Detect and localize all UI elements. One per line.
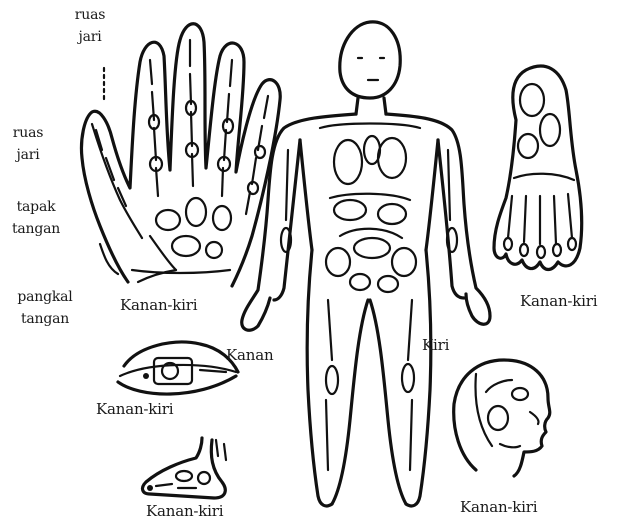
- label-tapak-tangan-line1: tapak: [6, 196, 66, 218]
- label-pangkal-tangan-line1: pangkal: [12, 286, 78, 308]
- hand-reflex-icon: [81, 24, 280, 286]
- label-ruas-jari-left-line1: ruas: [8, 122, 48, 144]
- label-pangkal-tangan-line2: tangan: [12, 308, 78, 330]
- foot-side-icon: [143, 438, 226, 498]
- label-pangkal-tangan: pangkal tangan: [12, 286, 78, 330]
- label-ruas-jari-left: ruas jari: [8, 122, 48, 166]
- head-profile-icon: [454, 360, 550, 476]
- label-ruas-jari-left-line2: jari: [8, 144, 48, 166]
- caption-eye: Kanan-kiri: [96, 400, 173, 418]
- label-tapak-tangan-line2: tangan: [6, 218, 66, 240]
- label-body-kiri: Kiri: [422, 336, 449, 354]
- caption-hand: Kanan-kiri: [120, 296, 197, 314]
- label-ruas-jari-top: ruas jari: [68, 4, 112, 48]
- label-ruas-jari-top-line1: ruas: [68, 4, 112, 26]
- eye-icon: [118, 342, 238, 394]
- foot-sole-icon: [494, 66, 582, 269]
- caption-head: Kanan-kiri: [460, 498, 537, 516]
- label-ruas-jari-top-line2: jari: [68, 26, 112, 48]
- label-body-kanan: Kanan: [226, 346, 273, 364]
- label-tapak-tangan: tapak tangan: [6, 196, 66, 240]
- caption-foot-top: Kanan-kiri: [520, 292, 597, 310]
- caption-foot-bottom: Kanan-kiri: [146, 502, 223, 520]
